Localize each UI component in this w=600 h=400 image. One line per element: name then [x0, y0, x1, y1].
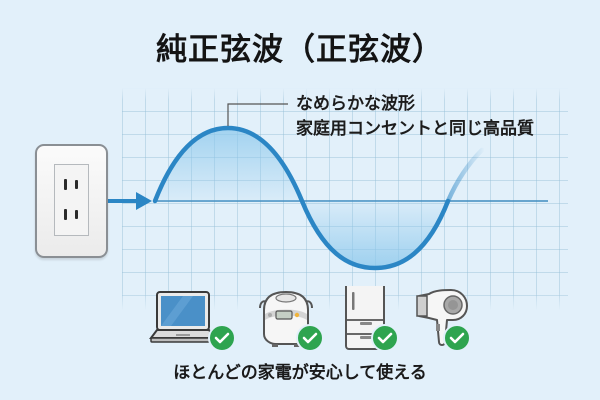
- socket-upper: [60, 177, 82, 193]
- power-outlet-icon: [35, 144, 108, 258]
- callout-line-1: なめらかな波形: [296, 94, 415, 114]
- check-icon: [296, 324, 324, 352]
- footer-caption: ほとんどの家電が安心して使える: [173, 363, 427, 383]
- appliance-laptop: [148, 286, 236, 352]
- appliance-rice-cooker: [256, 286, 324, 352]
- check-icon: [208, 324, 236, 352]
- callout-leader-line: [227, 103, 288, 126]
- appliance-hair-dryer: [415, 286, 471, 352]
- appliance-list: [0, 281, 600, 356]
- check-icon: [371, 324, 399, 352]
- appliance-refrigerator: [343, 281, 399, 356]
- page-title: 純正弦波（正弦波）: [156, 32, 444, 68]
- check-icon: [443, 324, 471, 352]
- socket-lower: [60, 207, 82, 223]
- callout-text: なめらかな波形 家庭用コンセントと同じ高品質: [296, 92, 534, 142]
- callout-line-2: 家庭用コンセントと同じ高品質: [296, 119, 534, 139]
- hair-dryer-icon: [416, 289, 468, 346]
